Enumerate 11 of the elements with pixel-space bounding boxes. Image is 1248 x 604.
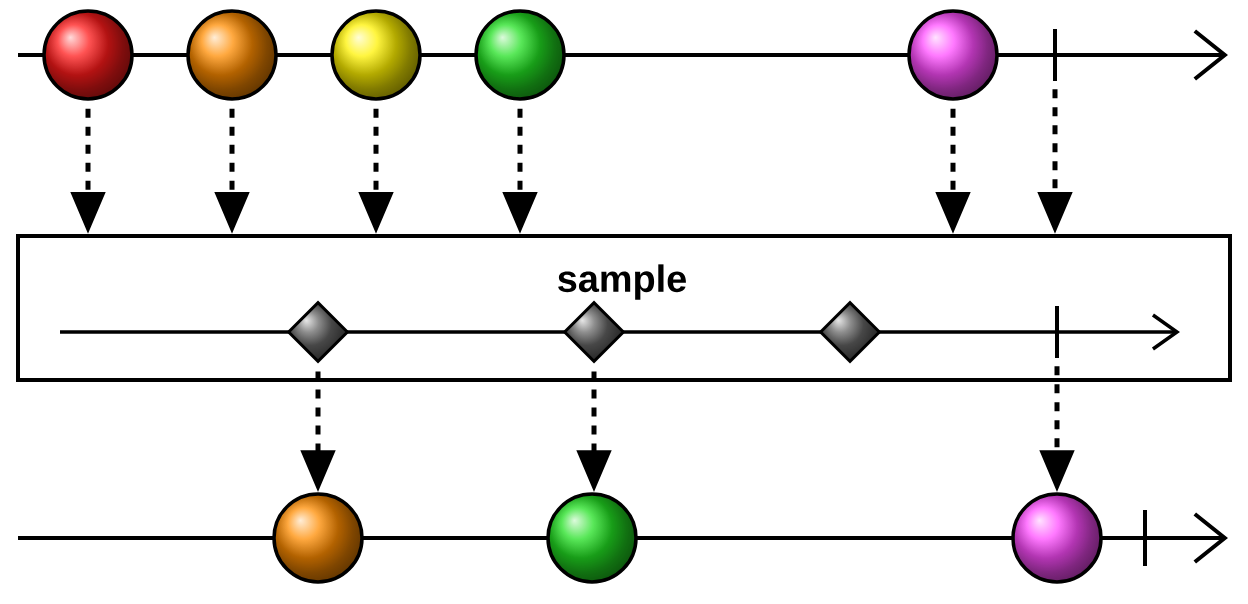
marble [42, 9, 134, 101]
completion-mark [1053, 29, 1057, 81]
marble [546, 492, 638, 584]
marble [330, 9, 422, 101]
marble [1011, 492, 1103, 584]
completion-mark [1055, 306, 1059, 358]
operator-box: sample [16, 234, 1232, 382]
marble [907, 9, 999, 101]
marble [474, 9, 566, 101]
marble [186, 9, 278, 101]
marble [272, 492, 364, 584]
